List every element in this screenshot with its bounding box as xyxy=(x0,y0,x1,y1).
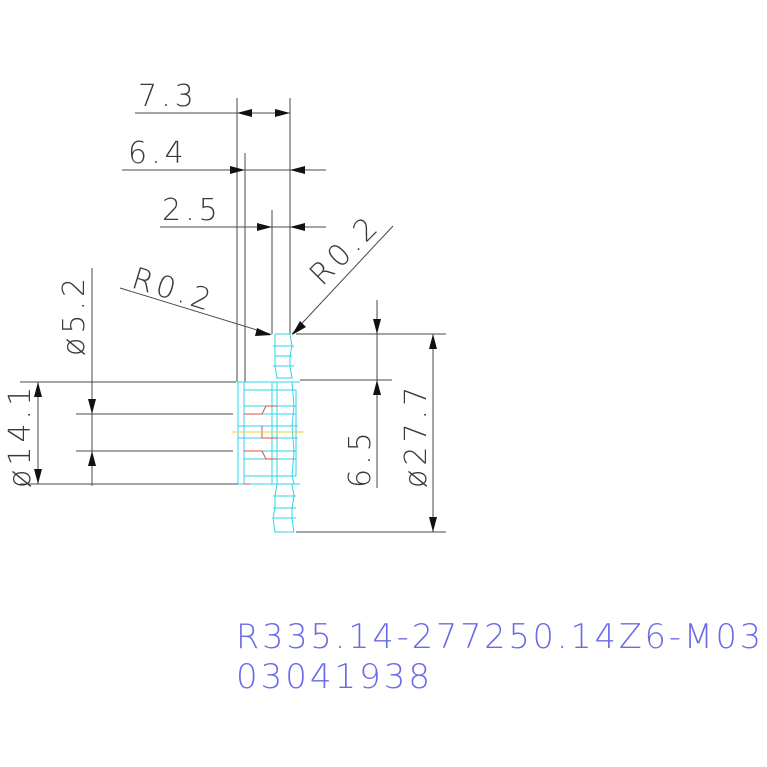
dimension-width-7-3: 7.3 xyxy=(135,79,291,382)
dimension-width-6-4: 6.4 xyxy=(122,136,326,382)
dimension-height-6-5: 6.5 xyxy=(296,300,446,488)
part-number: R335.14-277250.14Z6-M03 xyxy=(236,617,764,657)
dim-label-2-5: 2.5 xyxy=(162,193,222,228)
dim-label-6-5: 6.5 xyxy=(343,428,378,488)
dimension-dia-5-2: ø5.2 xyxy=(57,268,233,486)
dimension-width-2-5: 2.5 xyxy=(160,193,326,334)
radius-leader-left: R0.2 xyxy=(119,261,272,336)
dim-label-6-4: 6.4 xyxy=(128,136,188,171)
dim-label-dia-27-7: ø27.7 xyxy=(399,383,434,488)
dimension-dia-14-1: ø14.1 xyxy=(3,381,240,488)
dim-label-dia-5-2: ø5.2 xyxy=(57,274,92,356)
radius-label-left: R0.2 xyxy=(128,261,219,319)
item-code: 03041938 xyxy=(236,657,433,697)
dim-label-dia-14-1: ø14.1 xyxy=(3,383,38,488)
radius-label-right: R0.2 xyxy=(303,208,388,293)
dimension-dia-27-7: ø27.7 xyxy=(296,334,446,533)
dim-label-7-3: 7.3 xyxy=(138,79,198,114)
part-outline xyxy=(237,333,300,533)
